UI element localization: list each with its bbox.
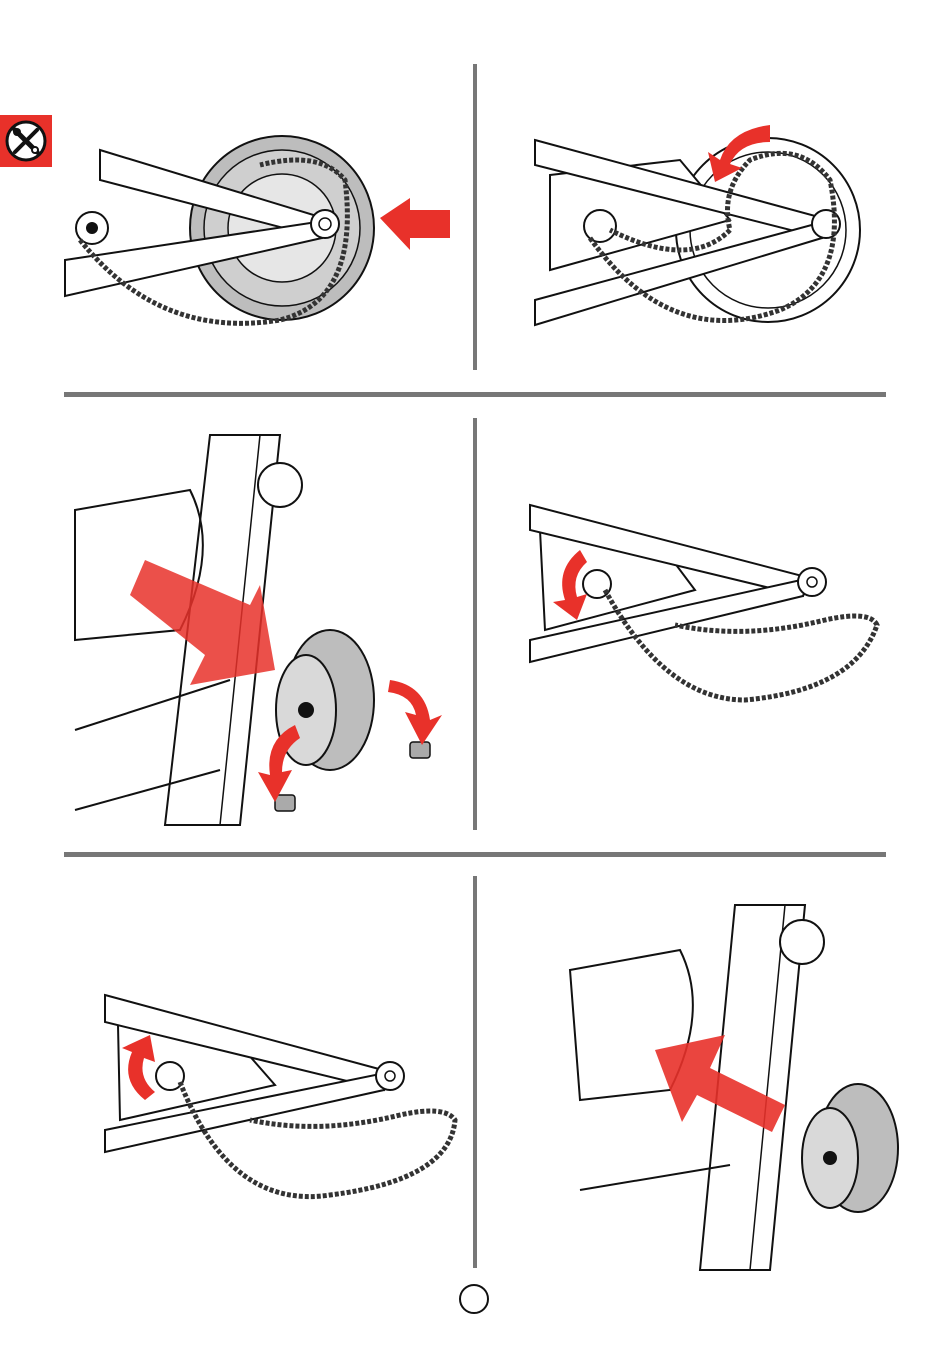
wheel-reinstall-illustration [560,900,900,1275]
vertical-divider-bottom [473,876,477,1268]
vertical-divider-top [473,64,477,370]
horizontal-divider-1 [64,392,886,397]
arrow-push-icon [655,1035,785,1132]
tools-icon [0,115,52,167]
panel-step-1 [60,120,460,340]
horizontal-divider-2 [64,852,886,857]
panel-step-3 [70,430,450,830]
chain-on-motor-sprocket-illustration [100,990,470,1210]
chain-loose-illustration [525,500,885,720]
chain-over-sprocket-illustration [530,120,890,340]
page-number [459,1284,489,1314]
panel-step-2 [530,120,890,340]
wheel-chain-illustration [60,120,460,340]
panel-step-4 [525,500,885,720]
section-tab [0,115,52,167]
panel-step-5 [100,990,470,1210]
vertical-divider-middle [473,418,477,830]
wheel-removal-arrow-icon [388,680,442,745]
wheel-removal-illustration [70,430,450,830]
panel-step-6 [560,900,900,1275]
arrow-left-push-icon [380,198,450,250]
